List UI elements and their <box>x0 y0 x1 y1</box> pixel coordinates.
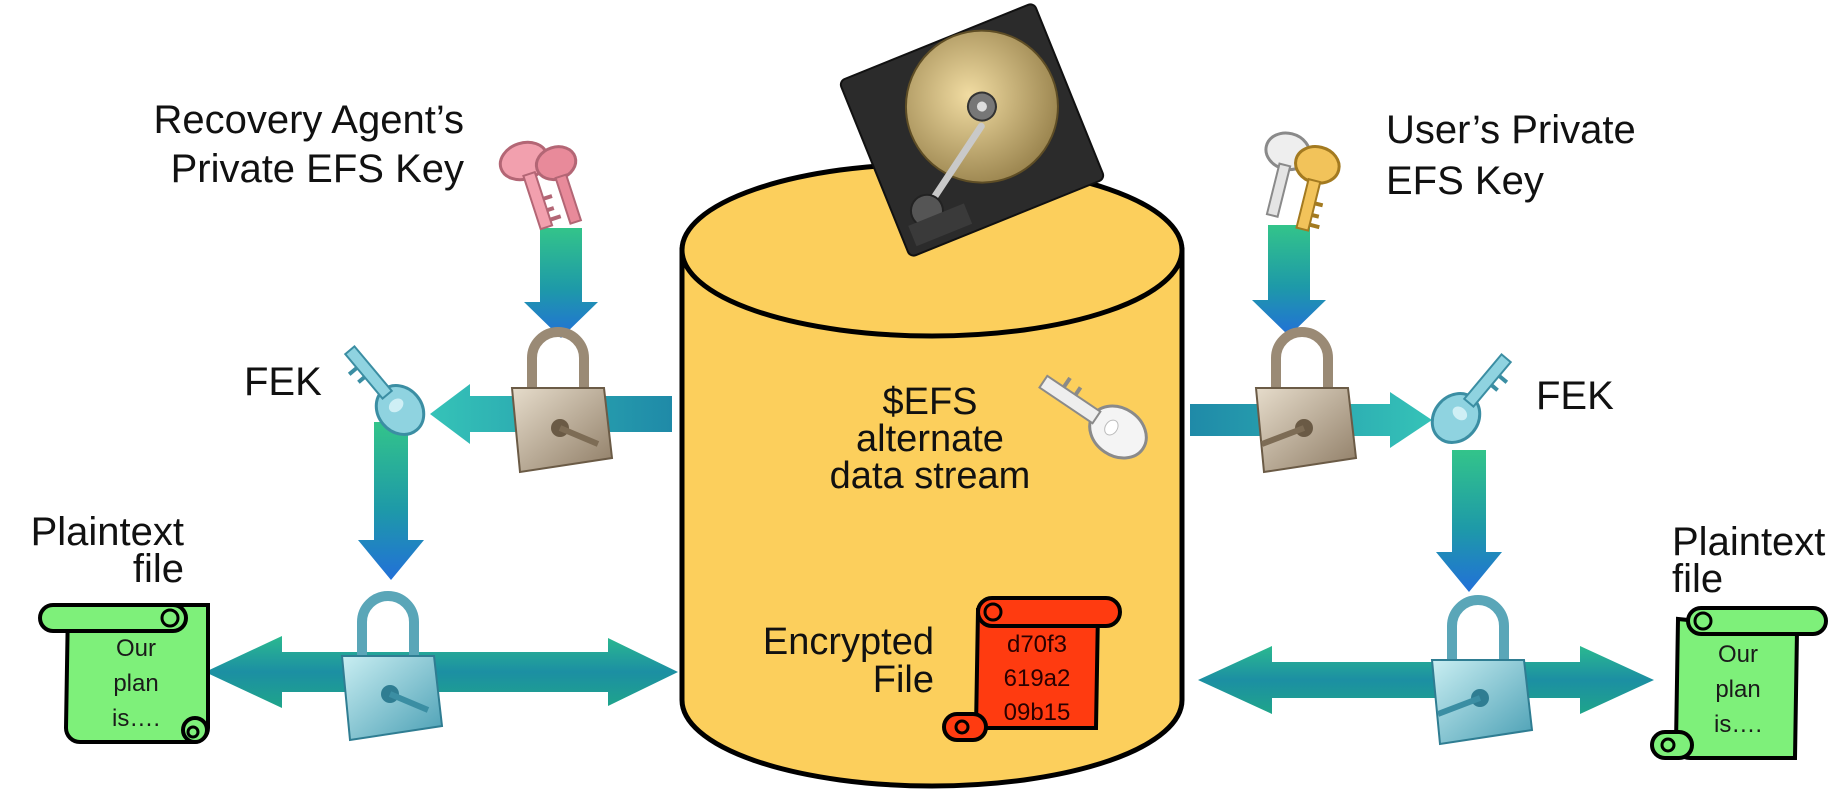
user-key-label: User’s Private EFS Key <box>1386 108 1636 204</box>
plaintext-label-right-line2: file <box>1672 556 1724 601</box>
efs-stream-line3: data stream <box>829 455 1031 498</box>
efs-stream-label: $EFS alternate data stream <box>780 381 1080 498</box>
fek-label-left: FEK <box>244 360 322 404</box>
recovery-key-label-line2: Private EFS Key <box>170 146 464 191</box>
encrypted-file-label: Encrypted File <box>722 623 934 699</box>
arrow-left-bottom-double <box>205 636 678 708</box>
encrypted-file-line2: File <box>872 659 934 701</box>
encrypted-file-line1: Encrypted <box>762 621 934 663</box>
efs-key-icon <box>1038 374 1148 460</box>
plaintext-label-right: Plaintext file <box>1672 520 1826 601</box>
gold-keys-icon <box>1264 131 1341 232</box>
fek-label-right: FEK <box>1536 374 1614 418</box>
encrypted-scroll <box>942 596 1122 742</box>
scroll-left-line1: Our <box>115 635 156 662</box>
plaintext-label-left-line1: Plaintext <box>30 510 184 554</box>
recovery-key-label: Recovery Agent’s Private EFS Key <box>128 98 464 192</box>
padlock-icon-plaintext-left <box>340 591 444 742</box>
encrypted-line1: d70f3 <box>1006 631 1068 658</box>
fek-key-icon-left <box>343 344 426 436</box>
arrow-down-recovery-key <box>524 228 598 338</box>
scroll-left-line3: is…. <box>112 704 160 732</box>
hard-drive-icon <box>839 3 1105 257</box>
padlock-icon-plaintext-right <box>1430 595 1534 746</box>
plaintext-scroll-left <box>38 603 210 744</box>
plaintext-label-left-line2: file <box>132 546 184 591</box>
plaintext-scroll-right <box>1650 606 1828 760</box>
efs-stream-line1: $EFS <box>882 381 978 423</box>
plaintext-label-left: Plaintext file <box>10 510 184 591</box>
scroll-right-line3: is…. <box>1714 710 1762 738</box>
arrow-down-fek-right <box>1436 450 1502 592</box>
padlock-icon-user <box>1254 327 1358 474</box>
scroll-left-line2: plan <box>113 669 159 697</box>
arrow-down-fek-left <box>358 422 424 580</box>
user-key-label-line1: User’s Private <box>1386 108 1636 152</box>
scroll-right-line2: plan <box>1715 675 1761 703</box>
encrypted-line2: 619a2 <box>1003 665 1071 693</box>
arrow-down-user-key <box>1252 225 1326 336</box>
plaintext-scroll-right-text: Our plan is…. <box>1688 638 1788 742</box>
encrypted-scroll-text: d70f3 619a2 09b15 <box>982 628 1092 730</box>
user-key-label-line2: EFS Key <box>1386 158 1544 203</box>
encrypted-line3: 09b15 <box>1003 699 1071 727</box>
plaintext-scroll-left-text: Our plan is…. <box>86 632 186 736</box>
fek-key-icon-right <box>1430 352 1513 444</box>
efs-stream-line2: alternate <box>856 418 1004 461</box>
scroll-right-line1: Our <box>1717 641 1758 668</box>
arrow-right-bottom-double <box>1198 646 1654 714</box>
plaintext-label-right-line1: Plaintext <box>1672 520 1826 564</box>
recovery-key-label-line1: Recovery Agent’s <box>153 98 464 142</box>
padlock-icon-recovery <box>510 327 614 474</box>
pink-keys-icon <box>498 140 583 231</box>
